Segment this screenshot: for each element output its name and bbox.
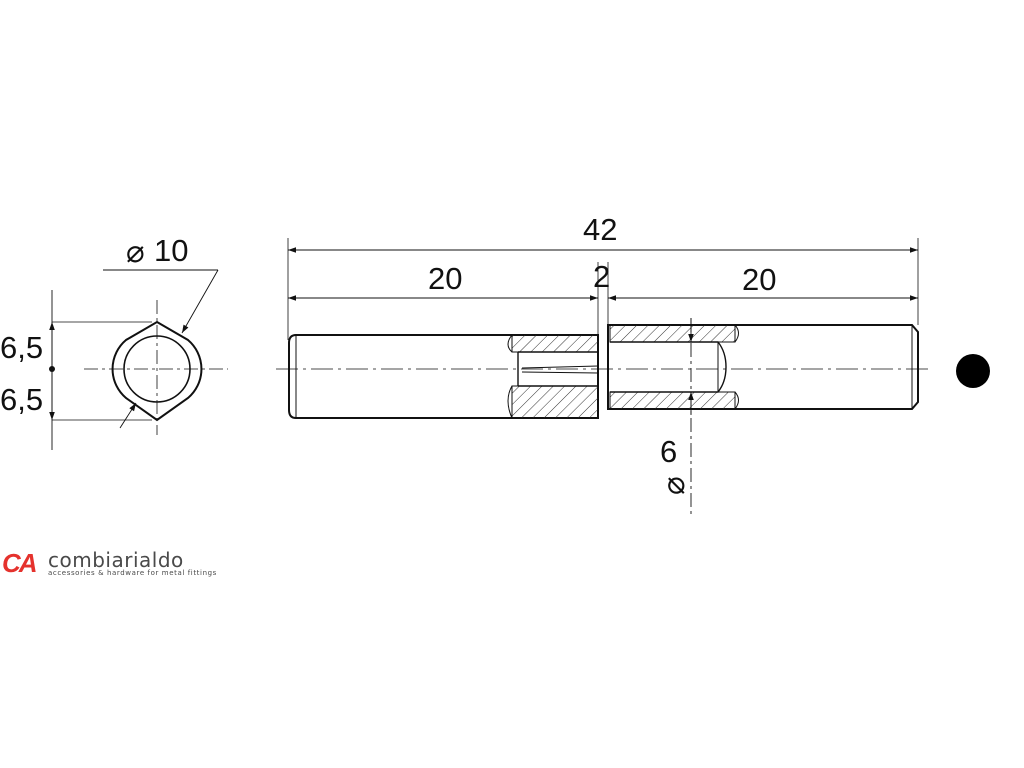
dim-right-section: 20 [742, 262, 776, 297]
brand-logo: CA combiarialdo accessories & hardware f… [2, 548, 242, 580]
dim-left-section: 20 [428, 261, 462, 296]
dim-diameter-10: 10 [154, 233, 188, 268]
dim-gap: 2 [593, 259, 610, 294]
brand-tagline: accessories & hardware for metal fitting… [48, 569, 217, 577]
brand-mark: CA [2, 548, 38, 578]
end-view [49, 269, 228, 450]
dim-upper-half: 6,5 [0, 330, 43, 365]
dim-lower-half: 6,5 [0, 382, 43, 417]
diameter-symbol-6: ⌀ [656, 476, 691, 495]
dim-bore-diameter: 6 [660, 434, 677, 469]
dim-overall-length: 42 [583, 212, 617, 247]
section-marker-dot [956, 354, 990, 388]
diameter-symbol-10: ⌀ [126, 234, 145, 269]
pin-side-view [276, 238, 930, 515]
brand-name: combiarialdo [48, 548, 184, 572]
